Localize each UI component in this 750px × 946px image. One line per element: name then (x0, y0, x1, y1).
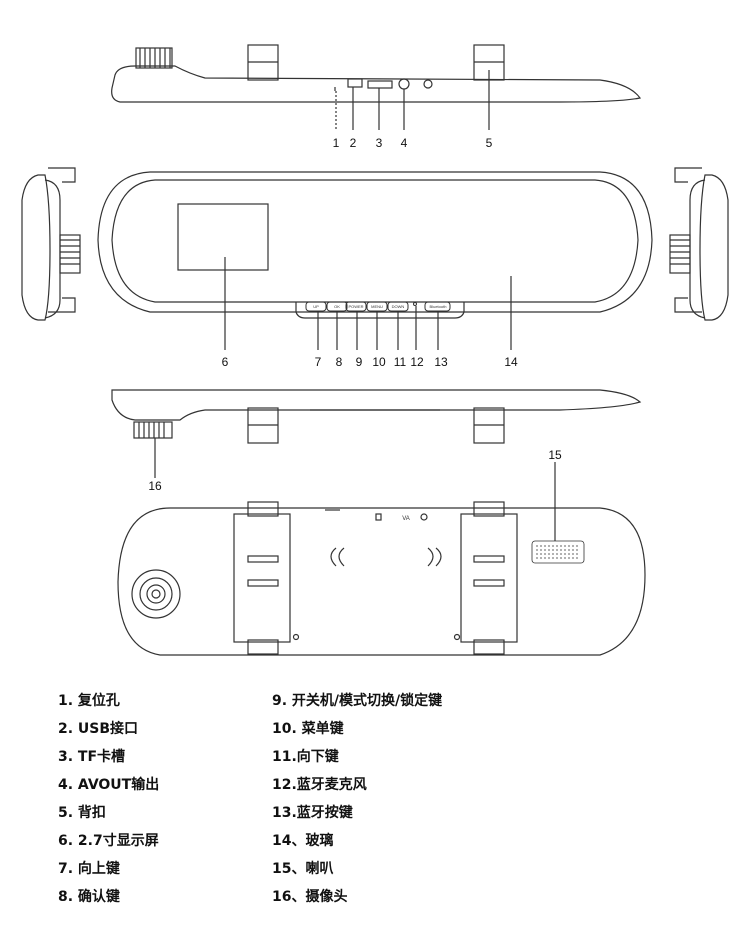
callout-12: 12 (410, 355, 424, 369)
top-view (111, 44, 642, 130)
up-button[interactable] (305, 301, 327, 312)
legend-item-6: 6. 2.7寸显示屏 (58, 833, 159, 849)
down-button-label: DOWN (392, 304, 405, 309)
callout-14: 14 (504, 355, 518, 369)
usb-port (347, 78, 363, 88)
legend-item-10: 10. 菜单键 (272, 721, 344, 737)
callout-11: 11 (394, 355, 407, 369)
legend-item-13: 13.蓝牙按键 (272, 805, 353, 821)
callout-16: 16 (148, 479, 162, 493)
legend-item-15: 15、喇叭 (272, 861, 334, 877)
legend-item-9: 9. 开关机/模式切换/锁定键 (272, 693, 443, 709)
legend-item-1: 1. 复位孔 (58, 693, 120, 709)
front-leader-lines (224, 257, 512, 350)
camera-knob-top (135, 47, 173, 69)
power-button-label: POWER (348, 304, 363, 309)
front-view (97, 171, 653, 319)
mic-jack (423, 79, 433, 89)
callout-15: 15 (548, 448, 562, 462)
callout-2: 2 (350, 136, 357, 150)
legend-item-16: 16、摄像头 (272, 889, 348, 905)
tf-card-slot (367, 80, 393, 89)
product-diagram: UP OK POWER MENU DOWN Bluetooth VA 1 2 3… (21, 44, 729, 656)
callout-5: 5 (486, 136, 493, 150)
camera-lens-bottom (133, 421, 173, 439)
callout-3: 3 (376, 136, 383, 150)
callout-1: 1 (333, 136, 340, 150)
right-mount (460, 501, 518, 655)
callout-6: 6 (222, 355, 229, 369)
ok-button-label: OK (334, 304, 340, 309)
legend-item-7: 7. 向上键 (58, 861, 120, 877)
bluetooth-mic (413, 302, 417, 306)
callout-7: 7 (315, 355, 322, 369)
av-out-jack (398, 78, 410, 90)
up-button-label: UP (313, 304, 319, 309)
speaker-grille (531, 540, 585, 564)
back-view (117, 462, 646, 656)
back-clip-top (247, 44, 505, 81)
callout-8: 8 (336, 355, 343, 369)
display-screen (177, 203, 269, 271)
av-port-label: VA (402, 516, 410, 522)
power-button[interactable] (345, 301, 367, 312)
callout-13: 13 (434, 355, 448, 369)
legend: 1. 复位孔 2. USB接口 3. TF卡槽 4. AVOUT输出 5. 背扣… (0, 676, 750, 936)
legend-item-5: 5. 背扣 (58, 805, 106, 821)
legend-item-11: 11.向下键 (272, 749, 339, 765)
menu-button-label: MENU (371, 304, 383, 309)
legend-item-3: 3. TF卡槽 (58, 749, 126, 765)
legend-item-8: 8. 确认键 (58, 889, 120, 905)
rear-camera (131, 569, 181, 619)
callout-9: 9 (356, 355, 363, 369)
bottom-view (111, 389, 642, 478)
legend-item-14: 14、玻璃 (272, 833, 334, 849)
right-side-view (669, 167, 729, 321)
callout-10: 10 (372, 355, 386, 369)
legend-item-4: 4. AVOUT输出 (58, 777, 160, 793)
legend-item-12: 12.蓝牙麦克风 (272, 777, 367, 793)
legend-item-2: 2. USB接口 (58, 721, 139, 737)
bluetooth-button-label: Bluetooth (430, 304, 447, 309)
left-side-view (21, 167, 81, 321)
left-mount (233, 501, 291, 655)
callout-4: 4 (401, 136, 408, 150)
